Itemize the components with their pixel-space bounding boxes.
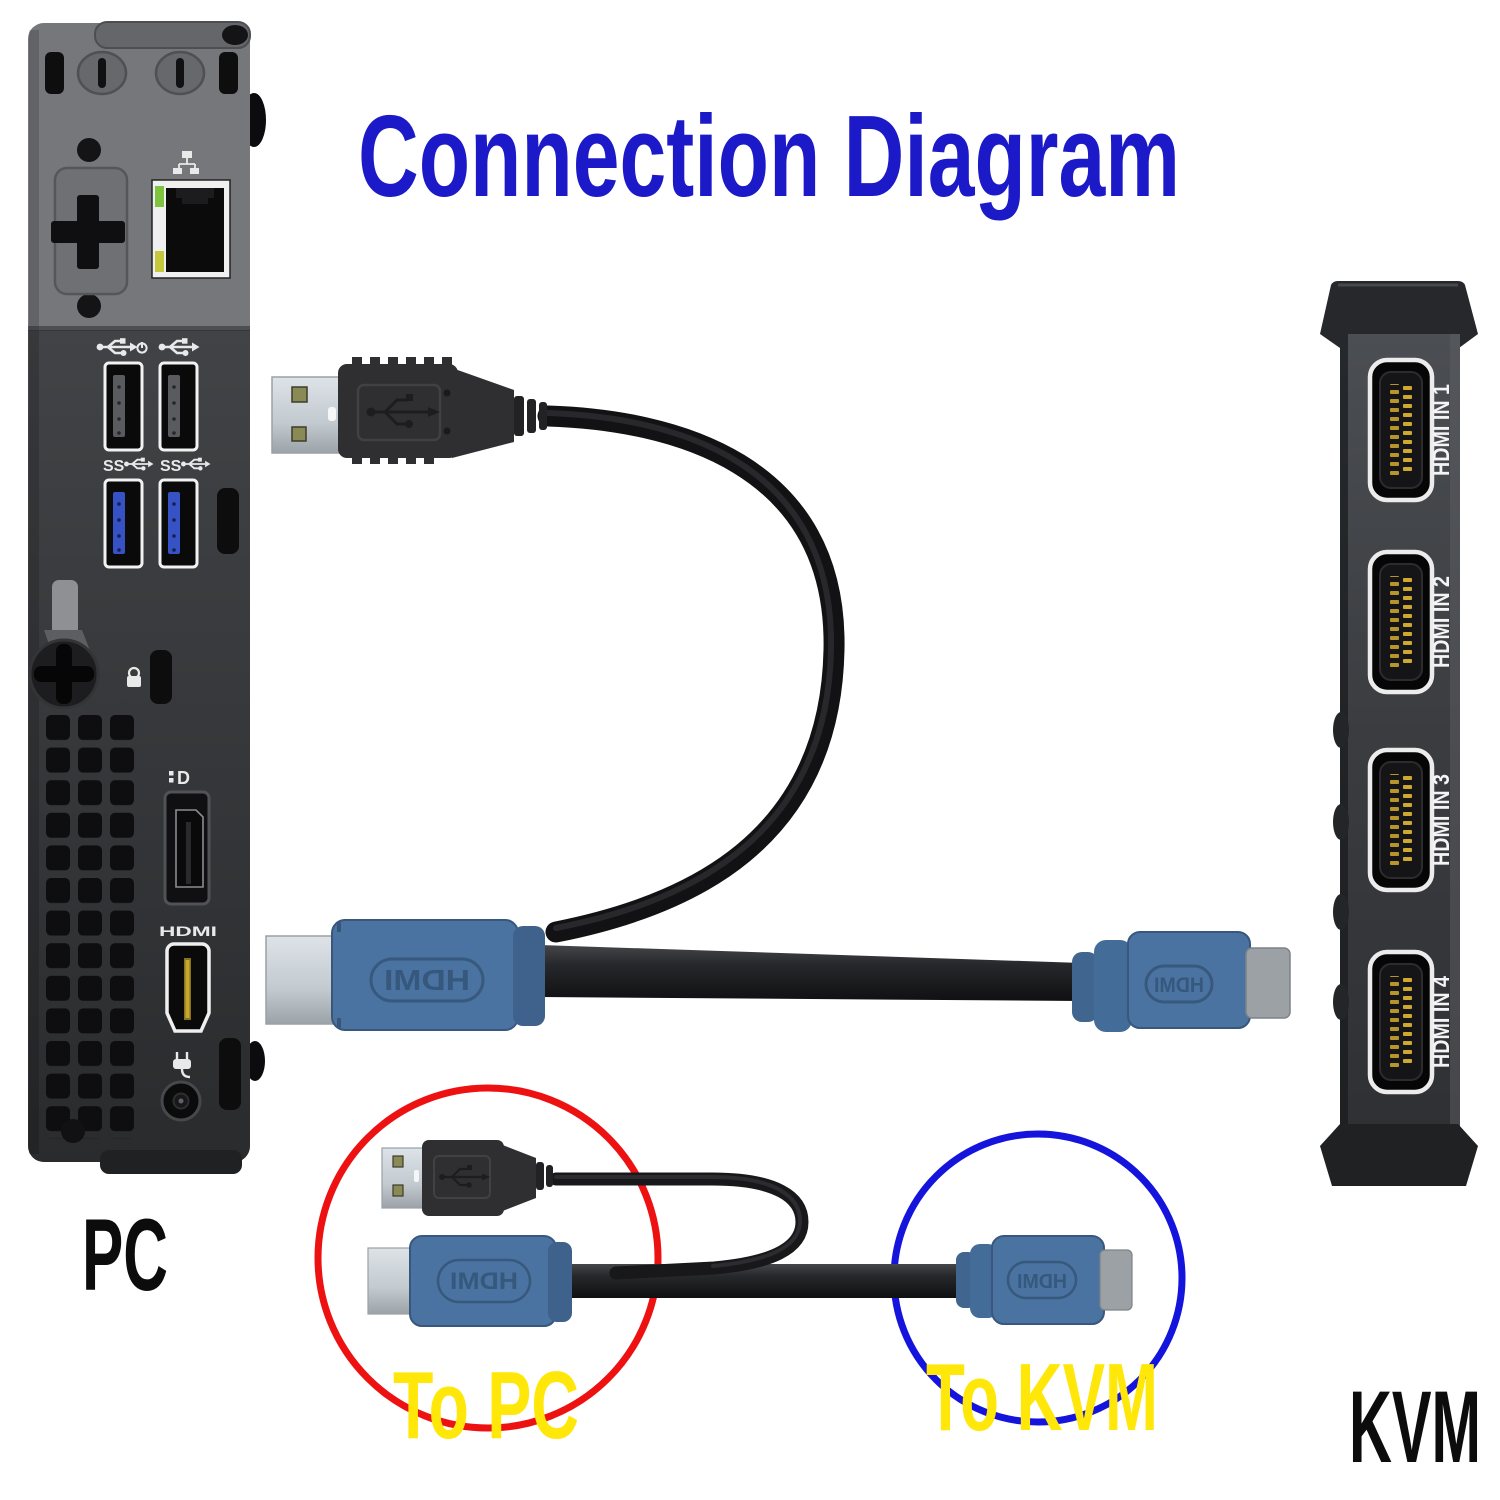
usb-trident-emboss-icon [439, 1165, 490, 1188]
usb-trident-emboss-icon [366, 394, 440, 428]
to-pc-callout-circle [314, 1084, 662, 1432]
usb-power-icon [95, 336, 148, 358]
svg-text:SS: SS [103, 458, 125, 475]
to-kvm-label: To KVM [926, 1344, 1158, 1451]
kvm-port-label-1: HDMI IN 1 [1428, 384, 1454, 476]
pc-device: SS SS D [28, 21, 266, 1174]
pc-vent-grille [46, 715, 134, 1139]
pc-mount-slot-left [45, 52, 64, 94]
kvm-top-cap [1320, 281, 1478, 348]
pc-label: PC [82, 1198, 168, 1312]
hdmi-logo-text: HDMI [1154, 974, 1204, 997]
power-plug-icon [173, 1052, 191, 1079]
hdmi-logo-text: HDMI [450, 1268, 518, 1295]
usb2-port-1 [103, 361, 144, 452]
kvm-port-label-3: HDMI IN 3 [1428, 774, 1454, 866]
usb-a-plug-inset [381, 1140, 553, 1216]
pc-top-channel [94, 21, 251, 49]
cable-detail-inset: HDMI HDMI [314, 1084, 1186, 1432]
pc-oval-knockouts [76, 50, 206, 96]
usb-a-plug [271, 357, 547, 464]
diagram-title: Connection Diagram [358, 91, 1180, 221]
pc-hdmi-port [165, 942, 211, 1033]
pc-screw-hole-bottom [77, 294, 101, 318]
hdmi-connector-to-pc: HDMI [265, 919, 545, 1031]
svg-text:D: D [177, 768, 190, 788]
hdmi-connector-to-kvm-inset: HDMI [956, 1235, 1133, 1325]
usb3-ss-icon: SS [103, 456, 155, 475]
displayport-port [163, 790, 211, 906]
usb3-port-1 [103, 478, 144, 569]
hdmi-connector-to-kvm: HDMI [1072, 931, 1291, 1032]
kvm-port-label-2: HDMI IN 2 [1428, 576, 1454, 668]
kvm-bottom-cap [1320, 1124, 1478, 1186]
kvm-device: HDMI IN 1 HDMI IN 2 HDMI IN 3 HDMI IN 4 [1320, 281, 1478, 1186]
to-pc-label: To PC [393, 1352, 579, 1459]
usb-cable [537, 405, 845, 943]
hdmi-connector-to-pc-inset: HDMI [367, 1235, 572, 1327]
displayport-icon: D [169, 768, 190, 788]
hdmi-logo-emboss [369, 957, 485, 1003]
hdmi-logo-text: HDMI [384, 965, 470, 997]
pc-slot-bottom-right [219, 1038, 241, 1110]
svg-text:SS: SS [160, 458, 182, 475]
usb3-port-2 [158, 478, 199, 569]
pc-screw-hole-base [61, 1119, 85, 1143]
ethernet-port [151, 179, 231, 279]
pc-screw-hole-top [77, 138, 101, 162]
pc-expansion-slot [217, 488, 239, 554]
hdmi-flat-cable [540, 945, 1082, 1001]
kvm-port-label-4: HDMI IN 4 [1428, 976, 1454, 1068]
pc-mount-slot-right [219, 52, 238, 94]
ethernet-icon [173, 151, 199, 174]
pc-hdmi-port-label: HDMI [159, 923, 217, 939]
hdmi-logo-emboss [1144, 964, 1214, 1004]
kvm-hdmi-in-3-port [1370, 750, 1432, 890]
kvm-hdmi-in-1-port [1370, 360, 1432, 500]
hdmi-logo-emboss [1006, 1260, 1078, 1300]
pc-antenna-knockout [51, 166, 129, 296]
usb-cable-inset [549, 1172, 809, 1280]
kvm-label: KVM [1349, 1370, 1481, 1484]
hdmi-logo-text: HDMI [1017, 1271, 1067, 1293]
kvm-hdmi-in-4-port [1370, 952, 1432, 1092]
hdmi-logo-emboss [436, 1258, 532, 1304]
pc-bottom-lip [100, 1150, 242, 1174]
pc-thumbscrew [28, 638, 100, 710]
kvm-hdmi-in-2-port [1370, 552, 1432, 692]
usb3-ss-icon: SS [160, 456, 212, 475]
kvm-cable-main: HDMI HDMI [265, 357, 1291, 1032]
pc-latch [52, 580, 78, 636]
kensington-lock-icon [127, 666, 141, 687]
power-jack [160, 1080, 202, 1122]
usb2-port-2 [158, 361, 199, 452]
kensington-lock-slot [150, 650, 172, 704]
